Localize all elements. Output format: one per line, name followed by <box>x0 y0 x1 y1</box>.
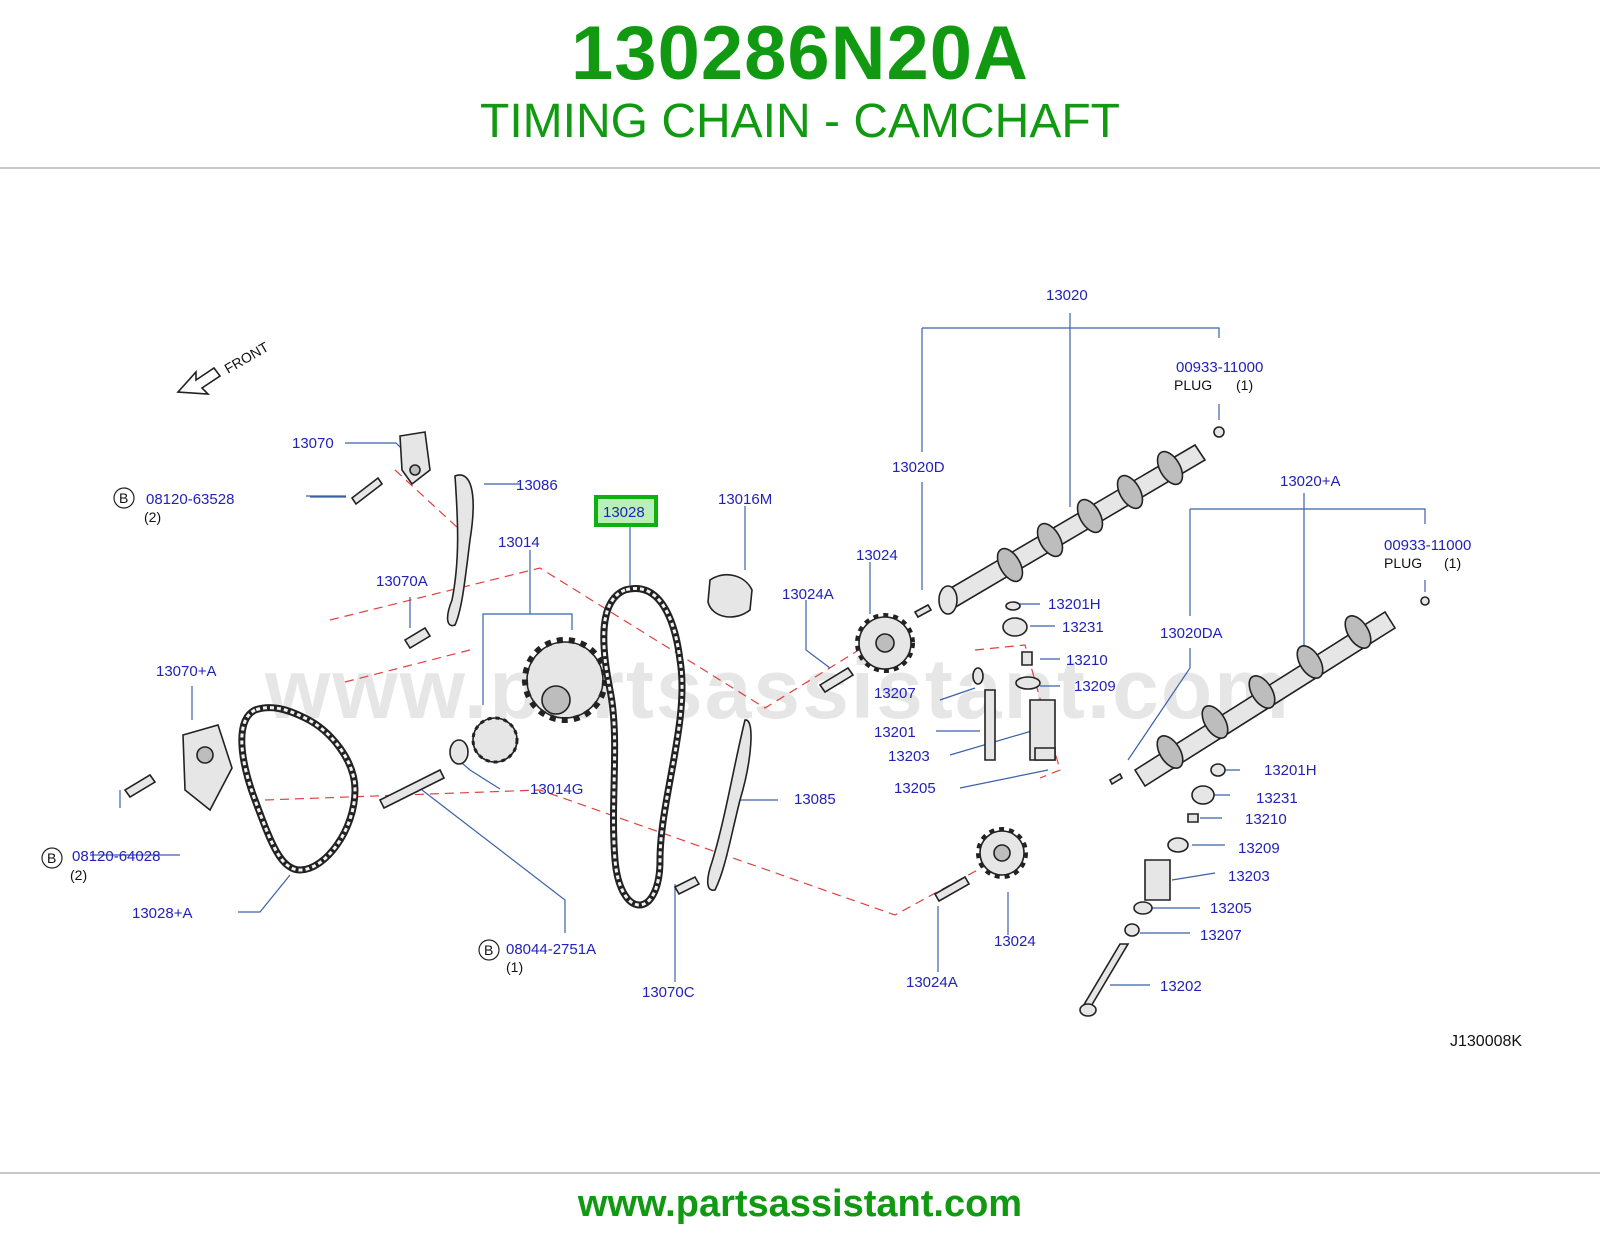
leader-lines <box>90 313 1426 986</box>
qty-08120-64028: (2) <box>70 867 87 883</box>
part-number-title: 130286N20A <box>571 11 1029 96</box>
bolt-group <box>123 476 971 903</box>
washer <box>449 739 469 765</box>
label-13210-upper[interactable]: 13210 <box>1066 652 1108 669</box>
front-arrow-icon <box>176 366 222 395</box>
label-13209-lower[interactable]: 13209 <box>1238 840 1280 857</box>
label-13205-upper[interactable]: 13205 <box>894 780 936 797</box>
timing-chain-primary <box>600 584 686 909</box>
cam-sprocket-upper <box>855 613 915 673</box>
footer-divider <box>0 1172 1600 1174</box>
label-13231-lower[interactable]: 13231 <box>1256 790 1298 807</box>
bolt-marker-icon: B <box>41 847 63 869</box>
highlight-box <box>594 495 658 527</box>
plug-qty-lower: (1) <box>1444 555 1461 571</box>
bolt-marker-icon: B <box>113 487 135 509</box>
diagram-subtitle: TIMING CHAIN - CAMCHAFT <box>480 95 1120 148</box>
label-13070-plus-a[interactable]: 13070+A <box>156 663 216 680</box>
label-13014[interactable]: 13014 <box>498 534 540 551</box>
qty-08120-63528: (2) <box>144 509 161 525</box>
header: 130286N20A TIMING CHAIN - CAMCHAFT <box>0 0 1600 168</box>
tensioner-13070 <box>399 431 431 486</box>
timing-chain-secondary <box>238 704 359 874</box>
label-13085[interactable]: 13085 <box>794 791 836 808</box>
label-00933-11000-upper[interactable]: 00933-11000 <box>1176 359 1263 376</box>
label-08120-63528[interactable]: 08120-63528 <box>146 491 234 508</box>
tensioner-13070A <box>182 724 233 812</box>
label-08120-64028[interactable]: 08120-64028 <box>72 848 160 865</box>
svg-text:B: B <box>47 850 56 866</box>
plug-label-upper: PLUG <box>1174 377 1212 393</box>
label-13201[interactable]: 13201 <box>874 724 916 741</box>
svg-text:B: B <box>119 490 128 506</box>
chain-guide-13085 <box>706 719 752 891</box>
label-13207-upper[interactable]: 13207 <box>874 685 916 702</box>
label-13020[interactable]: 13020 <box>1046 287 1088 304</box>
label-13024A-bottom[interactable]: 13024A <box>906 974 958 991</box>
diagram-code: J130008K <box>1450 1033 1522 1050</box>
dowel-pin <box>913 603 933 619</box>
front-label: FRONT <box>222 338 272 376</box>
camshaft-exhaust <box>938 426 1225 615</box>
bolt-marker-icon: B <box>478 939 500 961</box>
label-13209-upper[interactable]: 13209 <box>1074 678 1116 695</box>
valve-train-upper <box>972 601 1056 761</box>
label-13231-upper[interactable]: 13231 <box>1062 619 1104 636</box>
label-13024A-top[interactable]: 13024A <box>782 586 834 603</box>
label-13024-top[interactable]: 13024 <box>856 547 898 564</box>
plug-label-lower: PLUG <box>1384 555 1422 571</box>
idler-sprocket <box>522 637 608 723</box>
label-13028-highlighted[interactable]: 13028 <box>603 504 645 521</box>
idler-gear <box>471 716 519 764</box>
label-13210-lower[interactable]: 13210 <box>1245 811 1287 828</box>
label-13020DA[interactable]: 13020DA <box>1160 625 1223 642</box>
cam-sprocket-lower <box>976 827 1028 879</box>
label-13207-lower[interactable]: 13207 <box>1200 927 1242 944</box>
label-13020-plus-a[interactable]: 13020+A <box>1280 473 1340 490</box>
label-13202[interactable]: 13202 <box>1160 978 1202 995</box>
label-13024-bottom[interactable]: 13024 <box>994 933 1036 950</box>
footer-url[interactable]: www.partsassistant.com <box>577 1183 1023 1225</box>
label-13028-plus-a[interactable]: 13028+A <box>132 905 192 922</box>
label-13086[interactable]: 13086 <box>516 477 558 494</box>
bushing-13016M <box>707 574 753 618</box>
label-13070[interactable]: 13070 <box>292 435 334 452</box>
header-divider <box>0 167 1600 169</box>
label-13020D[interactable]: 13020D <box>892 459 945 476</box>
valve-train-lower <box>1079 763 1226 1017</box>
label-00933-11000-lower[interactable]: 00933-11000 <box>1384 537 1471 554</box>
label-08044-2751A[interactable]: 08044-2751A <box>506 941 596 958</box>
label-13014G[interactable]: 13014G <box>530 781 583 798</box>
camshaft-intake <box>1108 596 1430 788</box>
label-13205-lower[interactable]: 13205 <box>1210 900 1252 917</box>
label-13070C[interactable]: 13070C <box>642 984 695 1001</box>
label-13070A[interactable]: 13070A <box>376 573 428 590</box>
qty-08044-2751A: (1) <box>506 959 523 975</box>
watermark: www.partsassistant.com <box>264 642 1291 736</box>
label-13203-upper[interactable]: 13203 <box>888 748 930 765</box>
label-13016M[interactable]: 13016M <box>718 491 772 508</box>
plug-qty-upper: (1) <box>1236 377 1253 393</box>
label-13203-lower[interactable]: 13203 <box>1228 868 1270 885</box>
chain-guide-13086 <box>446 474 474 627</box>
parts-diagram: www.partsassistant.com FRONT <box>41 287 1522 1050</box>
label-13201H-lower[interactable]: 13201H <box>1264 762 1317 779</box>
svg-text:B: B <box>484 942 493 958</box>
label-13201H-upper[interactable]: 13201H <box>1048 596 1101 613</box>
